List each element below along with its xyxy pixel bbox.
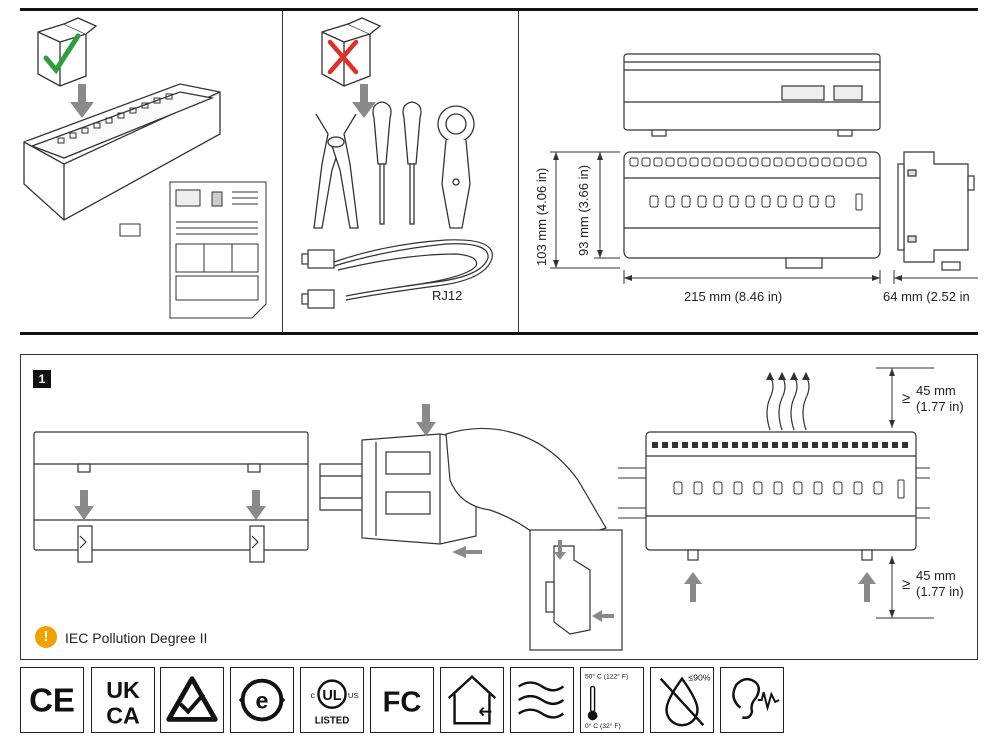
svg-text:US: US [348, 691, 359, 700]
width-label: 215 mm (8.46 in) [684, 289, 783, 304]
device-front-view [623, 151, 881, 269]
warning-circle-icon: ! [35, 626, 57, 648]
unpack-panel [23, 17, 267, 319]
controller-device [23, 83, 221, 221]
middle-rule [20, 332, 978, 335]
device-installed [645, 431, 917, 561]
manual-document [169, 181, 267, 319]
height-total-label: 103 mm (4.06 in) [534, 167, 549, 266]
device-front-clips [33, 431, 309, 563]
up-arrow-left [684, 572, 702, 602]
step-frame [20, 354, 978, 660]
svg-text:≤90%: ≤90% [688, 673, 710, 683]
device-side-view [897, 151, 975, 271]
dimension-arrowheads [553, 152, 902, 281]
heat-wave-arrowheads [766, 372, 810, 380]
clip-arrow-right [246, 490, 266, 520]
svg-text:CA: CA [106, 702, 140, 728]
svg-text:e: e [256, 688, 269, 714]
inset-arrow-left [592, 610, 614, 622]
button-row-installed [673, 479, 905, 499]
clearance-bottom-symbol: ≥ [902, 576, 911, 593]
device-on-rail [361, 433, 477, 545]
svg-text:50° C (122° F): 50° C (122° F) [585, 673, 628, 681]
panel-divider-2 [518, 11, 519, 332]
svg-text:FC: FC [383, 687, 422, 719]
rcm-mark-icon [160, 667, 224, 733]
clearance-top-mm: 45 mm [916, 383, 956, 398]
humidity-limit-icon: ≤90% [650, 667, 714, 733]
up-arrow-right [858, 572, 876, 602]
terminal-row-installed [652, 442, 908, 448]
cable-label: RJ12 [432, 288, 463, 303]
clearance-bottom-mm: 45 mm [916, 568, 956, 583]
connector [119, 223, 141, 237]
clearance-lines [876, 367, 934, 619]
step-number: 1 [38, 372, 46, 386]
cross-icon [327, 39, 359, 75]
ukca-mark-icon: UK CA [91, 667, 155, 733]
push-in-arrow [452, 546, 482, 558]
fcc-mark-icon: FC [370, 667, 434, 733]
hand-icon [445, 427, 607, 547]
clip-detail-inset [529, 529, 623, 651]
ce-mark-icon: CE [20, 667, 84, 733]
terminal-row [57, 93, 173, 144]
clearance-arrowheads [889, 368, 895, 618]
heat-waves-icon [766, 375, 810, 431]
inset-arrow-down [554, 540, 566, 560]
clearance-bottom-in: (1.77 in) [916, 584, 964, 599]
panel-divider-1 [282, 11, 283, 332]
box-icon [321, 17, 382, 87]
ventilation-icon [510, 667, 574, 733]
terminal-row-top [629, 157, 867, 167]
svg-text:LISTED: LISTED [315, 715, 349, 726]
device-top-view [623, 53, 881, 137]
down-arrow-icon [70, 84, 94, 118]
dimension-lines [550, 151, 978, 284]
clip-arrow-left [74, 490, 94, 520]
height-body-label: 93 mm (3.66 in) [576, 164, 591, 256]
screwdriver-icons [372, 101, 422, 225]
step-number-badge: 1 [33, 370, 51, 388]
pliers-icon [313, 113, 359, 229]
mounting-illustration [33, 367, 934, 651]
notice-text: IEC Pollution Degree II [65, 630, 208, 646]
china-rohs-icon: e [230, 667, 294, 733]
svg-text:0° C (32° F): 0° C (32° F) [585, 722, 621, 730]
temperature-range-icon: 50° C (122° F) 0° C (32° F) [580, 667, 644, 733]
clearance-top-symbol: ≥ [902, 390, 911, 407]
svg-text:c: c [310, 690, 315, 700]
svg-text:UK: UK [106, 677, 140, 703]
indoor-use-icon [440, 667, 504, 733]
clearance-top-in: (1.77 in) [916, 399, 964, 414]
din-rail [319, 463, 365, 511]
button-row [649, 193, 863, 211]
tools-panel [301, 17, 493, 309]
rj12-cable-icon [301, 239, 493, 309]
wire-stripper-icon [437, 105, 475, 229]
down-arrow-icon [352, 84, 376, 118]
svg-text:UL: UL [322, 688, 341, 704]
push-down-arrow [416, 404, 436, 436]
depth-label: 64 mm (2.52 in [883, 289, 970, 304]
svg-text:CE: CE [29, 682, 75, 719]
check-icon [43, 33, 81, 75]
noise-icon [720, 667, 784, 733]
ul-listed-icon: UL c US LISTED [300, 667, 364, 733]
dimensions-panel [550, 53, 978, 284]
top-rule [20, 8, 978, 11]
